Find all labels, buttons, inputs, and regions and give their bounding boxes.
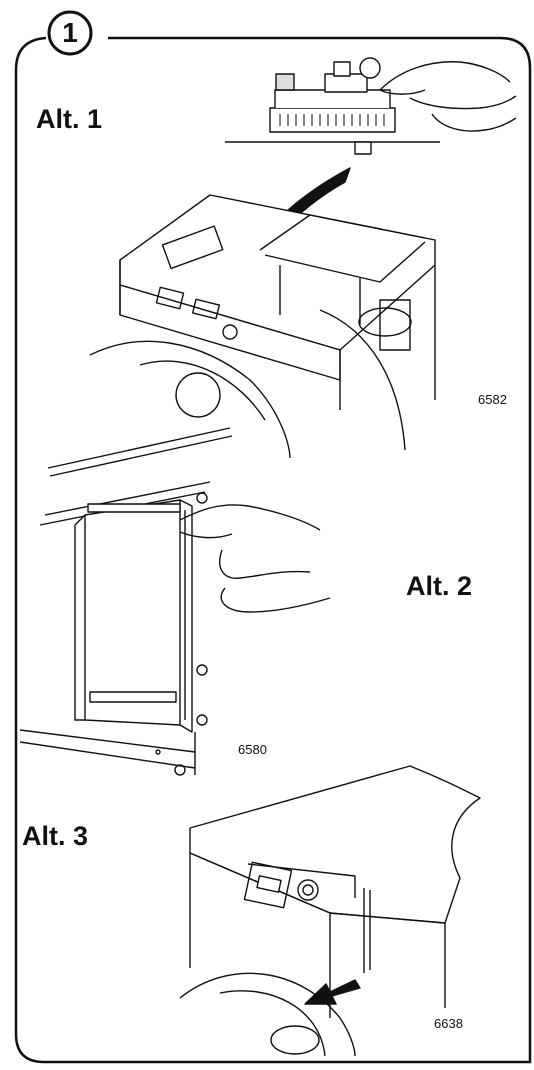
hand-alt2 bbox=[179, 504, 331, 613]
pull-arrow bbox=[304, 979, 361, 1005]
alt1-illustration bbox=[89, 57, 517, 459]
step-badge-circle bbox=[47, 10, 93, 56]
circuit-panel-alt2 bbox=[74, 492, 208, 733]
alt3-illustration bbox=[179, 765, 481, 1057]
circuit-board bbox=[225, 57, 440, 155]
figure-ref-2: 6580 bbox=[238, 742, 267, 757]
hand-alt1 bbox=[379, 61, 517, 132]
step-number: 1 bbox=[62, 17, 78, 48]
washer-body-alt3 bbox=[179, 765, 481, 1057]
alt-1-label: Alt. 1 bbox=[36, 104, 103, 134]
alt2-illustration bbox=[20, 427, 331, 776]
washer-body-alt1 bbox=[89, 194, 436, 459]
figure-ref-3: 6638 bbox=[434, 1016, 463, 1031]
figure-ref-1: 6582 bbox=[478, 392, 507, 407]
bottom-rail bbox=[20, 729, 196, 776]
alt-3-label: Alt. 3 bbox=[22, 821, 89, 851]
alt-2-label: Alt. 2 bbox=[406, 571, 473, 601]
